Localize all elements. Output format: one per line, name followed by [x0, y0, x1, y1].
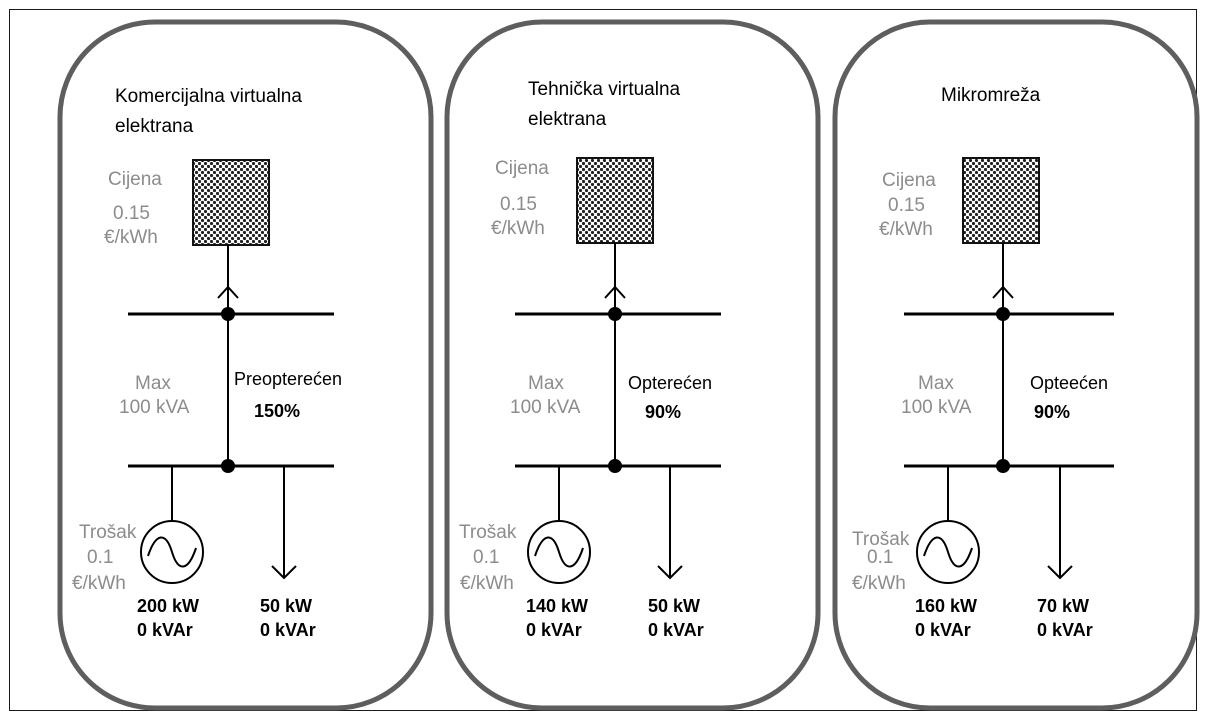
load-active-power: 70 kW [1037, 596, 1089, 616]
status-percent: 90% [645, 402, 681, 422]
generator-active-power: 140 kW [526, 596, 588, 616]
cost-unit: €/kWh [852, 573, 906, 594]
max-label: Max [918, 373, 954, 394]
lower-bus-node [608, 459, 622, 473]
lower-bus-node [221, 459, 235, 473]
load-reactive-power: 0 kVAr [648, 620, 704, 640]
cost-label: Trošak [79, 522, 137, 543]
status-percent: 90% [1034, 402, 1070, 422]
lower-bus-node [996, 459, 1010, 473]
generator-active-power: 160 kW [915, 596, 977, 616]
generator-icon [527, 520, 591, 584]
external-grid-icon [962, 157, 1040, 244]
cost-label: Trošak [852, 529, 910, 550]
generator-reactive-power: 0 kVAr [137, 620, 193, 640]
upper-bus-node [221, 307, 235, 321]
panel-border [444, 19, 821, 711]
load-arrow-icon [271, 565, 297, 580]
panel-title-line2: elektrana [115, 116, 194, 137]
panel-border [57, 19, 434, 711]
generator-icon [916, 520, 980, 584]
external-grid-icon [576, 157, 654, 244]
price-label: Cijena [495, 158, 549, 179]
power-flow-arrow-icon [604, 285, 626, 299]
price-value: 0.15 [113, 203, 150, 224]
panel-title-line1: Tehnička virtualna [528, 79, 681, 100]
upper-bus-node [996, 307, 1010, 321]
status-label: Opteećen [1030, 373, 1108, 393]
max-label: Max [135, 373, 171, 394]
upper-bus-node [608, 307, 622, 321]
panel-commercial-vpp: Komercijalna virtualna elektrana Cijena … [57, 19, 434, 711]
panel-technical-vpp: Tehnička virtualna elektrana Cijena 0.15… [444, 19, 821, 711]
generator-active-power: 200 kW [137, 596, 199, 616]
price-label: Cijena [882, 170, 936, 191]
power-flow-arrow-icon [217, 285, 239, 299]
panel-title-line2: elektrana [528, 109, 607, 130]
cost-unit: €/kWh [72, 573, 126, 594]
generator-reactive-power: 0 kVAr [915, 620, 971, 640]
load-active-power: 50 kW [260, 596, 312, 616]
price-unit: €/kWh [104, 227, 158, 248]
cost-value: 0.1 [87, 547, 113, 568]
max-capacity-value: 100 kVA [901, 397, 972, 418]
status-percent: 150% [254, 401, 300, 421]
load-reactive-power: 0 kVAr [260, 620, 316, 640]
power-flow-arrow-icon [992, 285, 1014, 299]
load-arrow-icon [1047, 565, 1073, 580]
price-label: Cijena [108, 169, 162, 190]
external-grid-icon [192, 159, 270, 246]
load-arrow-icon [657, 565, 683, 580]
max-label: Max [528, 373, 564, 394]
panel-border [832, 19, 1200, 711]
price-value: 0.15 [500, 194, 537, 215]
max-capacity-value: 100 kVA [119, 397, 190, 418]
panel-microgrid: Mikromreža Cijena 0.15 €/kWh Max 100 kVA… [832, 19, 1200, 711]
status-label: Preopterećen [234, 369, 342, 389]
cost-value: 0.1 [867, 547, 893, 568]
cost-unit: €/kWh [460, 573, 514, 594]
price-unit: €/kWh [491, 218, 545, 239]
load-active-power: 50 kW [648, 596, 700, 616]
generator-icon [140, 520, 204, 584]
status-label: Opterećen [628, 373, 712, 393]
load-reactive-power: 0 kVAr [1037, 620, 1093, 640]
panel-title-line1: Mikromreža [941, 85, 1041, 106]
price-value: 0.15 [888, 195, 925, 216]
generator-reactive-power: 0 kVAr [526, 620, 582, 640]
panel-title-line1: Komercijalna virtualna [115, 86, 302, 107]
price-unit: €/kWh [879, 219, 933, 240]
cost-label: Trošak [459, 522, 517, 543]
cost-value: 0.1 [473, 547, 499, 568]
max-capacity-value: 100 kVA [510, 397, 581, 418]
